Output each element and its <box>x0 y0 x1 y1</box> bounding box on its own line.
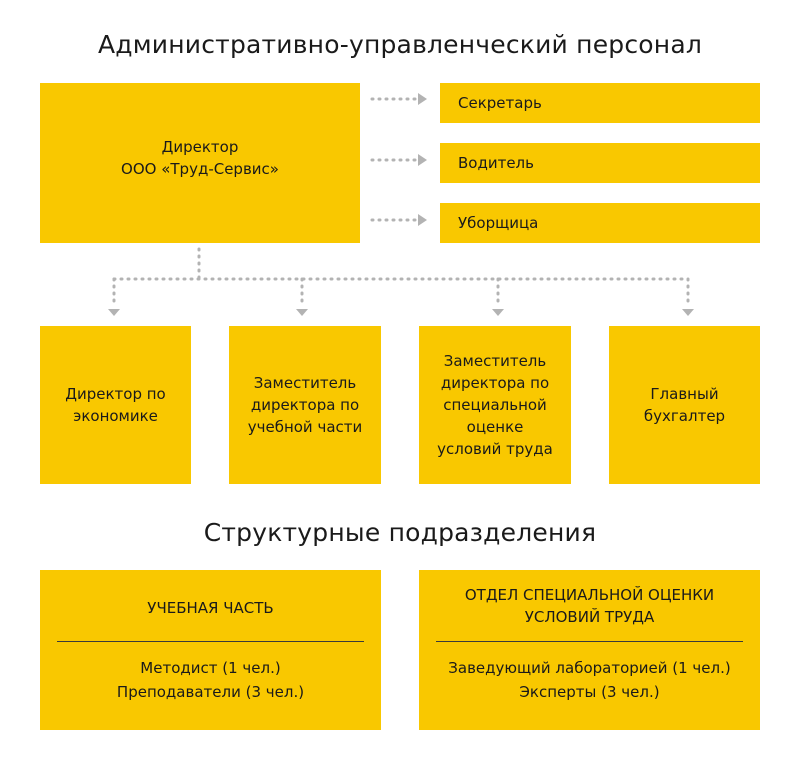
deputy-assessment-line: оценке <box>466 418 524 436</box>
deputy-economics-line: экономике <box>73 407 158 425</box>
dept-assessment-box: ОТДЕЛ СПЕЦИАЛЬНОЙ ОЦЕНКИ УСЛОВИЙ ТРУДА З… <box>419 570 760 730</box>
dept-assessment-divider <box>436 641 743 642</box>
deputy-education-line: директора по <box>250 396 360 414</box>
admin-staff-title: Административно-управленческий персонал <box>97 30 703 59</box>
director-title: Директор <box>161 138 239 156</box>
arrowhead-driver <box>418 154 427 166</box>
deputy-education-line: учебной части <box>247 418 363 436</box>
arrowhead-deputy-4 <box>682 309 694 316</box>
arrowhead-secretary <box>418 93 427 105</box>
chief-accountant-box: Главный бухгалтер <box>609 326 760 484</box>
deputy-economics-box: Директор по экономике <box>40 326 191 484</box>
deputy-assessment-line: условий труда <box>437 440 553 458</box>
deputy-assessment-line: директора по <box>440 374 550 392</box>
deputy-economics-line: Директор по <box>65 385 166 403</box>
dept-education-divider <box>57 641 364 642</box>
chief-accountant-line: бухгалтер <box>643 407 726 425</box>
dept-assessment-title-line: УСЛОВИЙ ТРУДА <box>524 608 655 626</box>
arrowhead-deputy-3 <box>492 309 504 316</box>
dept-education-title: УЧЕБНАЯ ЧАСТЬ <box>147 599 274 617</box>
chief-accountant-line: Главный <box>650 385 719 403</box>
dept-education-staff: Методист (1 чел.) Преподаватели (3 чел.) <box>40 656 381 704</box>
arrowhead-cleaner <box>418 214 427 226</box>
dept-assessment-staff: Заведующий лабораторией (1 чел.) Эксперт… <box>419 656 760 704</box>
secretary-box: Секретарь <box>440 83 760 123</box>
dept-assessment-staff-item: Эксперты (3 чел.) <box>519 683 660 701</box>
director-company: ООО «Труд-Сервис» <box>121 160 279 178</box>
deputy-assessment-line: Заместитель <box>443 352 547 370</box>
deputy-assessment-box: Заместитель директора по специальной оце… <box>419 326 571 484</box>
dept-assessment-staff-item: Заведующий лабораторией (1 чел.) <box>448 659 731 677</box>
dept-assessment-title: ОТДЕЛ СПЕЦИАЛЬНОЙ ОЦЕНКИ УСЛОВИЙ ТРУДА <box>419 584 760 628</box>
director-box: Директор ООО «Труд-Сервис» <box>40 83 360 243</box>
cleaner-box: Уборщица <box>440 203 760 243</box>
deputy-education-box: Заместитель директора по учебной части <box>229 326 381 484</box>
dept-assessment-title-line: ОТДЕЛ СПЕЦИАЛЬНОЙ ОЦЕНКИ <box>464 586 715 604</box>
structural-units-title: Структурные подразделения <box>203 518 597 547</box>
deputy-assessment-line: специальной <box>443 396 547 414</box>
arrowhead-deputy-1 <box>108 309 120 316</box>
dept-education-box: УЧЕБНАЯ ЧАСТЬ Методист (1 чел.) Преподав… <box>40 570 381 730</box>
dept-education-staff-item: Преподаватели (3 чел.) <box>116 683 305 701</box>
arrowhead-deputy-2 <box>296 309 308 316</box>
driver-box: Водитель <box>440 143 760 183</box>
deputy-education-line: Заместитель <box>253 374 357 392</box>
dept-education-staff-item: Методист (1 чел.) <box>140 659 281 677</box>
